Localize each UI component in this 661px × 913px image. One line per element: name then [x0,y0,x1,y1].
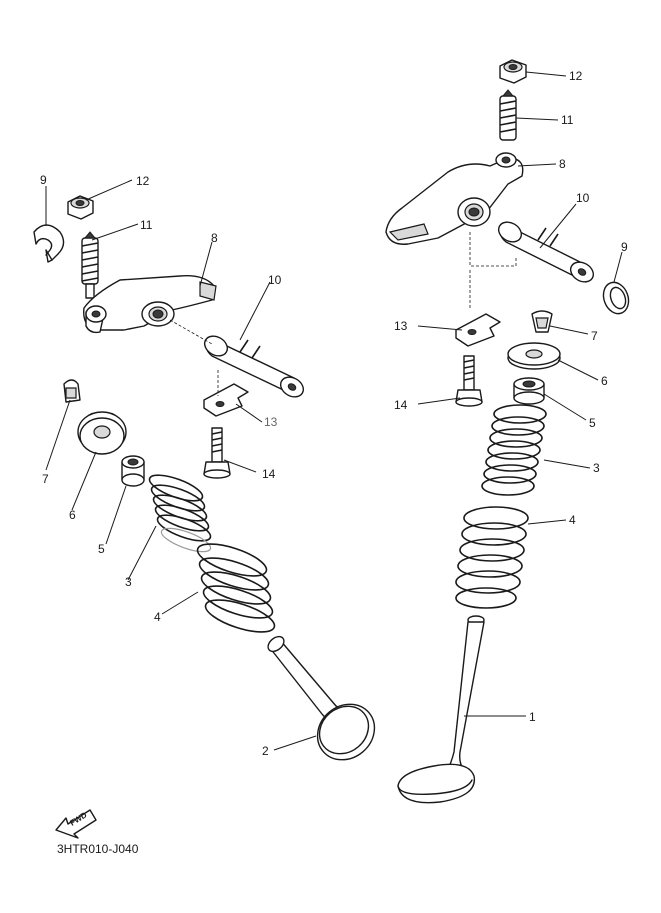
part-3-inner-spring-left [148,474,212,553]
callout-left-3: 3 [125,575,132,589]
callout-right-1: 1 [529,710,536,724]
part-4-outer-spring-right [455,506,529,609]
callout-left-2: 2 [262,744,269,758]
callout-right-4: 4 [569,513,576,527]
part-9-lock-washer-left [33,224,65,263]
part-6-spring-retainer-right [507,342,561,370]
part-5-oil-seal-right [513,377,545,405]
callout-right-14: 14 [394,398,408,412]
callout-right-8: 8 [559,157,566,171]
callout-right-7: 7 [591,329,598,343]
callout-right-5: 5 [589,416,596,430]
part-14-bolt-left [203,427,231,479]
part-5-oil-seal-left [121,455,145,487]
callout-left-9: 9 [40,173,47,187]
leaders-right [417,71,623,717]
callout-left-11: 11 [140,218,153,232]
callout-right-6: 6 [601,374,608,388]
callout-right-10: 10 [576,191,590,205]
callout-left-14: 14 [262,467,276,481]
callout-right-13: 13 [394,319,408,333]
part-8-rocker-arm-left [83,275,217,334]
part-13-lock-plate-left [203,383,249,417]
part-10-rocker-shaft-right [497,221,595,283]
callout-left-12: 12 [136,174,150,188]
fwd-arrow-icon: FWD [55,809,97,839]
part-4-outer-spring-left [196,543,276,633]
part-8-rocker-arm-right [385,152,524,245]
callout-left-6: 6 [69,508,76,522]
callout-left-8: 8 [211,231,218,245]
callout-right-9: 9 [621,240,628,254]
part-3-inner-spring-right [481,404,547,496]
part-14-bolt-right [455,355,483,407]
part-12-locknut-left [67,195,94,220]
part-2-exhaust-valve [267,635,376,761]
callout-left-10: 10 [268,273,282,287]
callout-right-11: 11 [561,113,574,127]
part-11-adjusting-screw-left [81,231,99,299]
part-11-adjusting-screw-right [499,89,517,141]
callout-left-4: 4 [154,610,161,624]
part-13-lock-plate-right [455,313,501,347]
callout-left-7: 7 [42,472,49,486]
callout-left-5: 5 [98,542,105,556]
part-9-lock-washer-right [602,281,630,315]
part-7-valve-cotter-right [531,310,553,333]
callout-right-12: 12 [569,69,583,83]
callout-right-3: 3 [593,461,600,475]
part-7-valve-cotter-left [63,379,81,403]
part-12-locknut-right [499,59,527,84]
part-10-rocker-shaft-left [203,335,305,398]
leaders-left [45,179,317,751]
part-6-spring-retainer-left [77,411,127,455]
part-1-intake-valve [397,615,485,804]
diagram-code: 3HTR010-J040 [57,842,139,856]
callout-left-13: 13 [264,415,278,429]
